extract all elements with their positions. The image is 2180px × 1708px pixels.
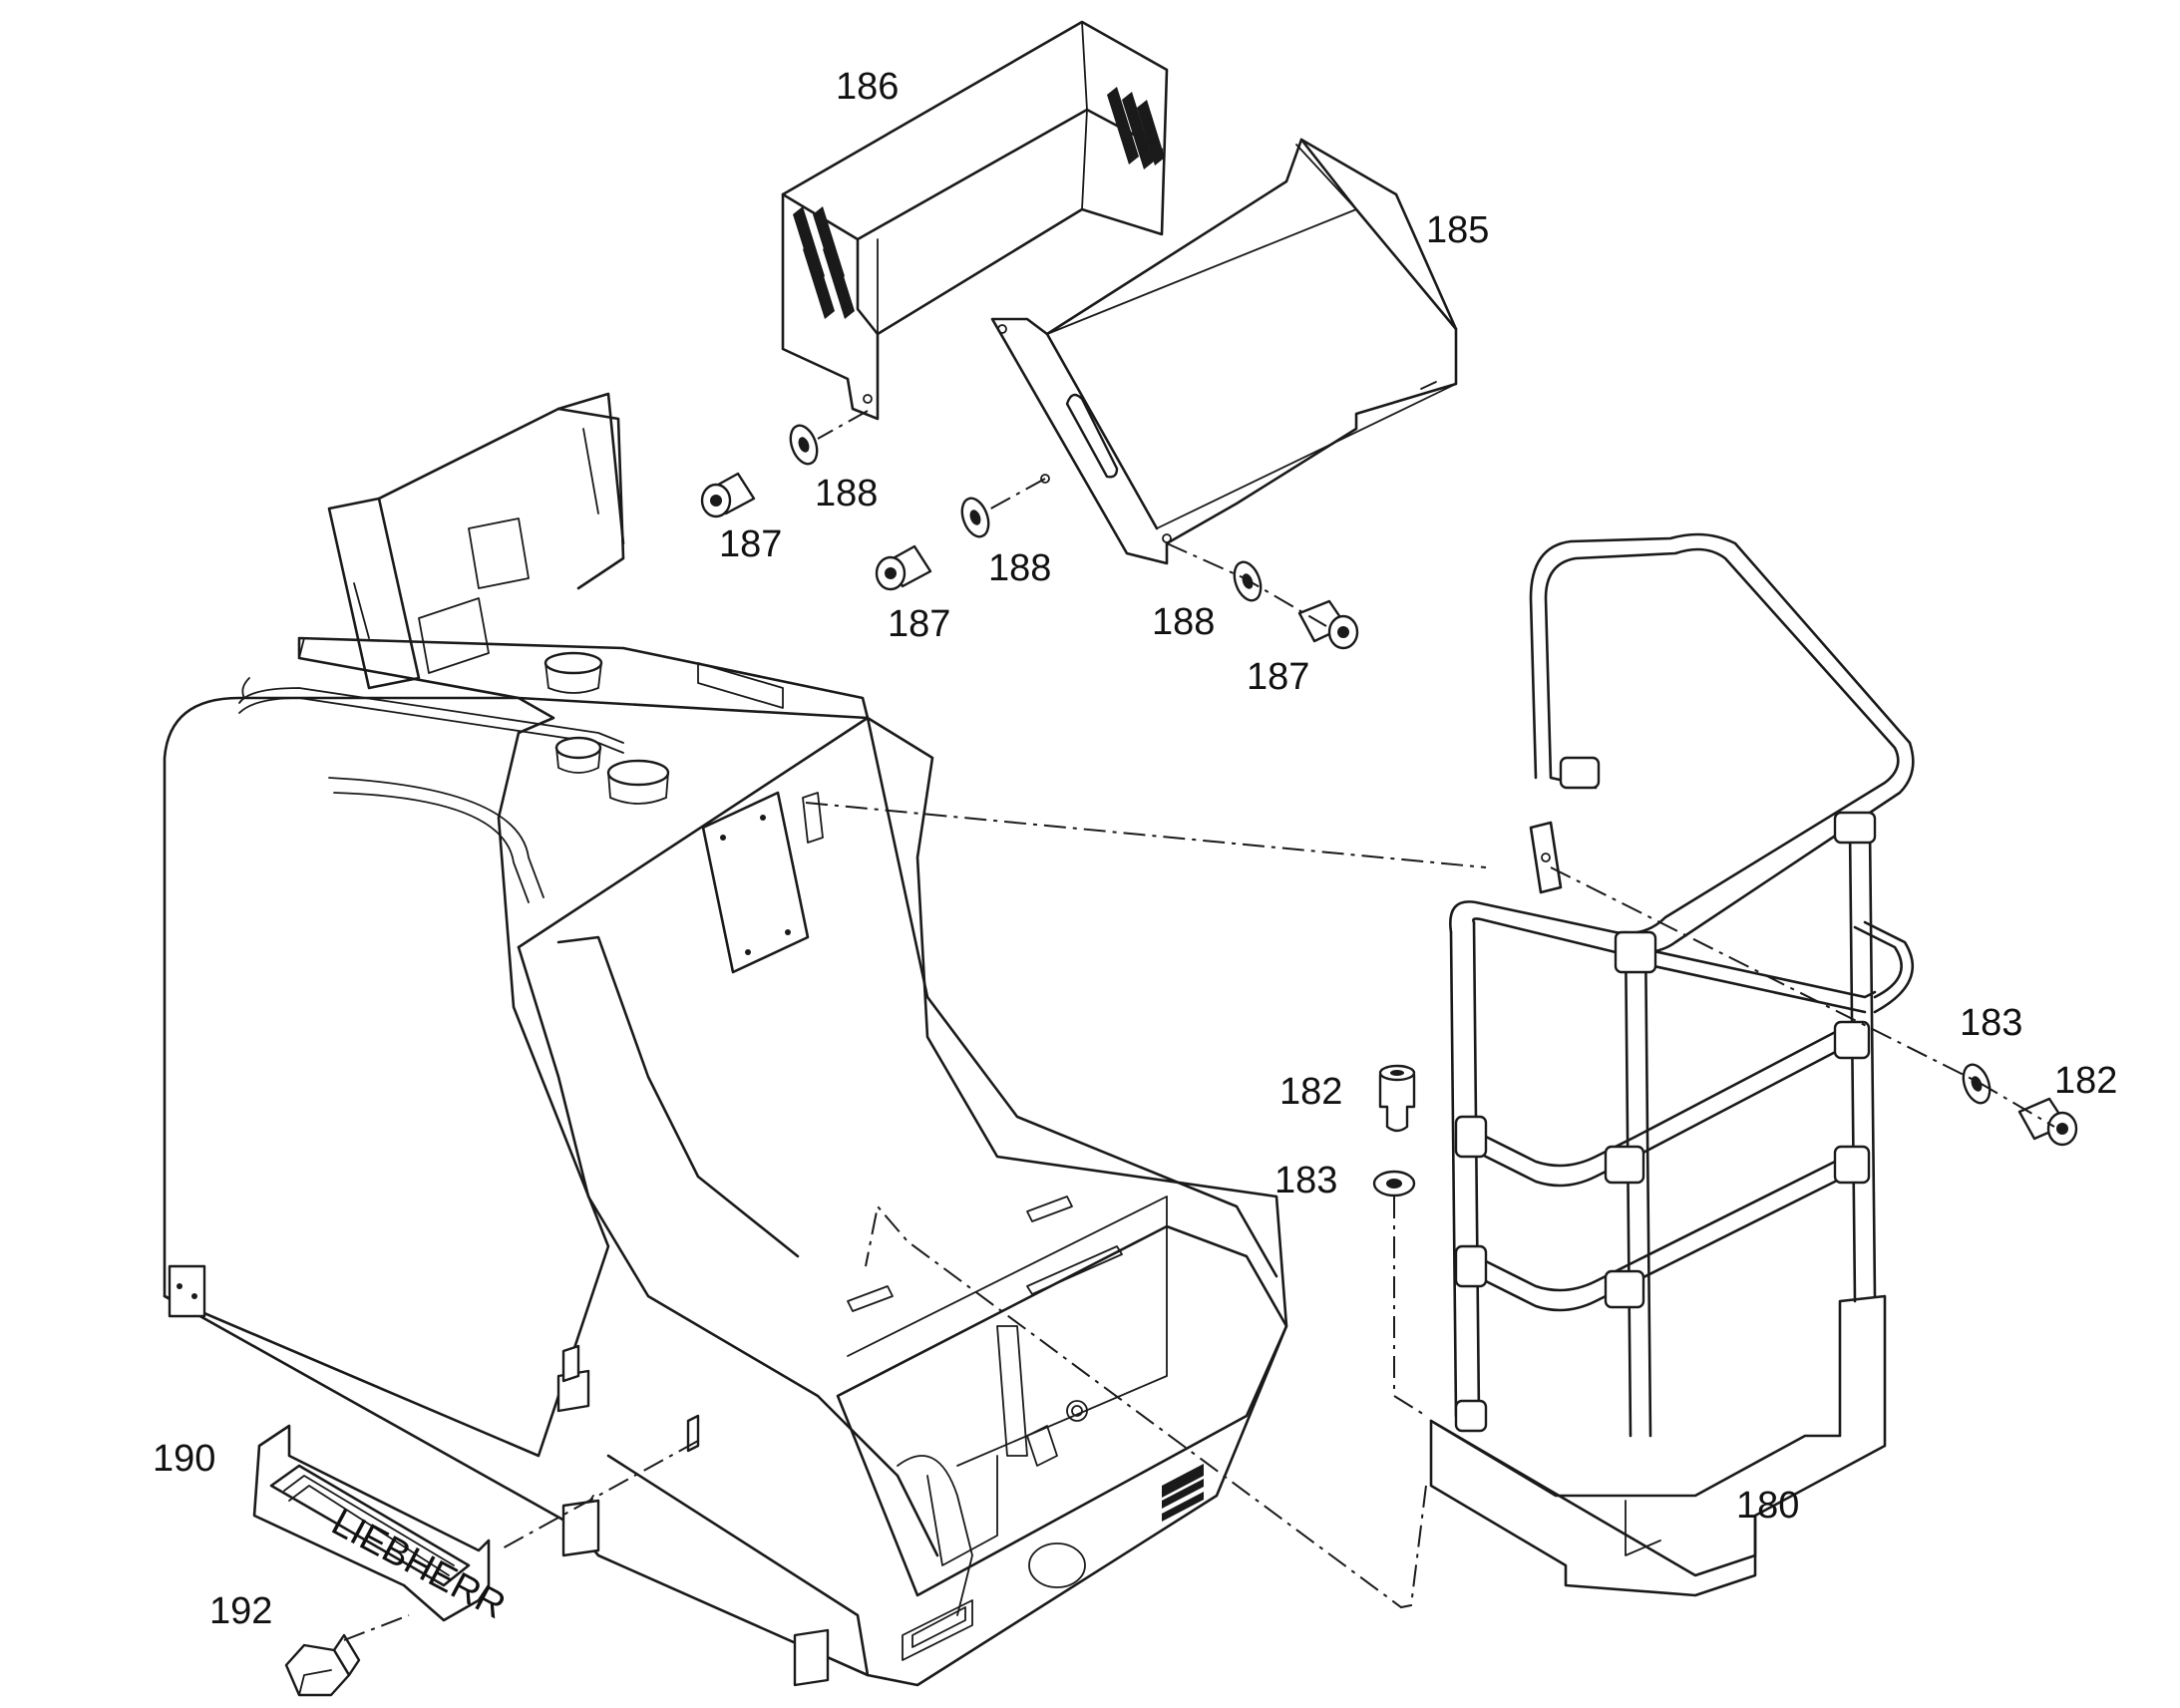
callout-180: 180 — [1736, 1485, 1799, 1527]
callout-190: 190 — [153, 1438, 215, 1480]
fastener-182-183-vertical — [1372, 1064, 1416, 1197]
fastener-187-188-left — [700, 424, 819, 518]
main-housing — [163, 392, 1288, 1687]
fastener-187-188-center — [875, 497, 990, 591]
callout-187-right: 187 — [1247, 656, 1309, 698]
part-190-step: LIEBHERR — [252, 1424, 512, 1627]
part-185-cover — [990, 138, 1458, 565]
vent-grill — [1162, 1464, 1204, 1522]
callout-188-left: 188 — [815, 473, 878, 514]
callout-187-center: 187 — [888, 603, 950, 645]
callout-183-vertical: 183 — [1274, 1160, 1337, 1201]
callout-183-right: 183 — [1960, 1002, 2022, 1044]
callout-187-left: 187 — [719, 523, 782, 565]
fastener-188-187-right — [1233, 560, 1359, 650]
vent-slots — [793, 87, 1165, 319]
callout-186: 186 — [836, 66, 899, 108]
callout-185: 185 — [1426, 209, 1489, 251]
part-180-handrail — [1429, 532, 1915, 1597]
fastener-183-182-right — [1962, 1063, 2078, 1147]
part-186-cover — [781, 20, 1169, 421]
rail-couplings — [1454, 756, 1877, 1433]
leader-lines — [343, 410, 2055, 1641]
callout-188-center: 188 — [988, 547, 1051, 589]
callout-192: 192 — [209, 1590, 272, 1632]
callouts: 186 185 188 187 188 187 188 187 183 182 … — [153, 66, 2117, 1632]
callout-188-right: 188 — [1152, 601, 1215, 643]
callout-182-vertical: 182 — [1279, 1071, 1342, 1113]
callout-182-right: 182 — [2054, 1060, 2117, 1102]
part-192-bolt — [284, 1633, 361, 1697]
